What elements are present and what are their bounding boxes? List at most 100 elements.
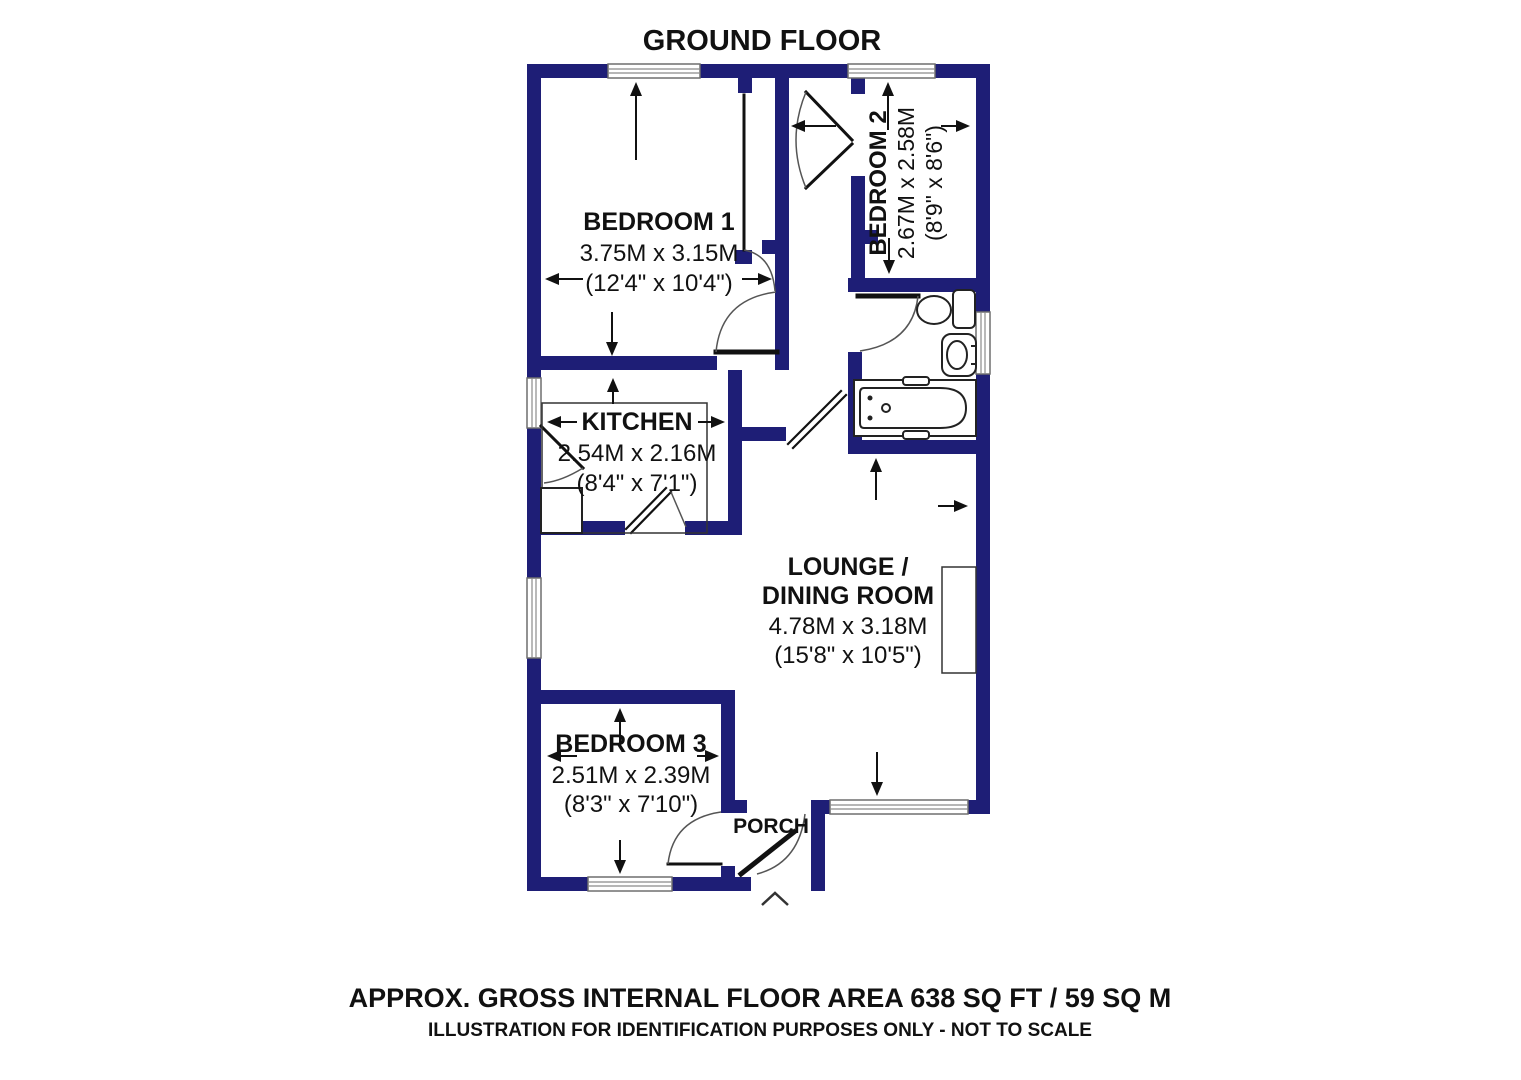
wall-segment [742,427,786,441]
kitchen-metric-label: 2.54M x 2.16M [558,440,717,467]
toilet [916,289,976,329]
room-bedroom2: BEDROOM 2 2.67M x 2.58M (8'9" x 8'6") [865,107,947,259]
wall-segment [721,866,735,891]
window-kitchen [526,377,542,429]
dimension-arrow [870,458,882,500]
kitchen-door-swing-arc [543,467,584,484]
kitchen-area-outline [541,402,708,534]
wall-segment [738,78,752,93]
wall-segment [685,521,742,535]
walls [527,64,990,891]
dimension-arrow [871,752,883,796]
window-bedroom1 [607,63,701,79]
kitchen-counter [540,487,583,534]
lounge-door-leaf [786,389,843,446]
wall-segment [811,800,825,891]
wall-segment [762,240,775,254]
dimension-arrow [791,120,836,132]
wall-segment [735,800,747,813]
fireplace [941,566,977,674]
dimension-arrows [545,82,970,874]
kitchen-imperial-label: (8'4" x 7'1") [577,470,698,497]
lounge-name-line2-label: DINING ROOM [762,582,934,610]
footer: APPROX. GROSS INTERNAL FLOOR AREA 638 SQ… [349,983,1172,1041]
window-bathroom [975,311,991,375]
dimension-arrow [882,82,894,130]
wall-segment [527,658,541,891]
window-bedroom3 [587,876,673,892]
wall-segment [848,278,990,292]
porch-name-label: PORCH [733,815,809,838]
dimension-arrow [697,750,719,762]
kitchen-lounge-door-swing-arc [670,491,687,528]
dimension-arrow [607,378,619,404]
wall-segment [672,877,751,891]
bedroom1-metric-label: 3.75M x 3.15M [580,240,739,267]
kitchen-lounge-door-leaf [624,486,668,531]
lounge-name-line1-label: LOUNGE / [788,553,909,581]
wall-segment [527,877,588,891]
lounge-door-leaf [791,393,848,450]
dimension-arrow [614,840,626,874]
entrance-caret-icon [761,891,789,906]
wall-segment [728,370,742,535]
lounge-imperial-label: (15'8" x 10'5") [774,642,922,669]
room-lounge: LOUNGE / DINING ROOM 4.78M x 3.18M (15'8… [762,553,934,669]
dimension-arrow [941,120,970,132]
window-bedroom2 [847,63,936,79]
footer-disclaimer-label: ILLUSTRATION FOR IDENTIFICATION PURPOSES… [428,1020,1092,1041]
dimension-arrow [630,82,642,160]
window-lounge-bottom [829,799,969,815]
wall-segment [735,250,752,264]
window-lounge-left [526,577,542,659]
wall-segment [527,428,541,578]
dimension-arrow [742,273,772,285]
dimension-arrow [606,312,618,356]
bedroom3-name-label: BEDROOM 3 [555,730,706,758]
wall-segment [851,230,878,244]
dimension-arrow [547,750,577,762]
entrance-door-swing-arc [756,813,806,875]
wall-segment [775,78,789,370]
bedroom1-name-label: BEDROOM 1 [583,208,735,236]
room-bedroom1: BEDROOM 1 3.75M x 3.15M (12'4" x 10'4") [580,208,739,297]
room-kitchen: KITCHEN 2.54M x 2.16M (8'4" x 7'1") [558,408,717,497]
doors [538,89,921,906]
bedroom2-metric-label: 2.67M x 2.58M [893,107,919,259]
kitchen-name-label: KITCHEN [581,408,692,436]
footer-area-label: APPROX. GROSS INTERNAL FLOOR AREA 638 SQ… [349,983,1172,1013]
bedroom2-door-leaf [803,141,855,191]
wall-segment [527,64,541,378]
room-labels: BEDROOM 1 3.75M x 3.15M (12'4" x 10'4") … [552,107,947,838]
wall-segment [851,78,865,94]
wall-segment [968,800,990,814]
dimension-arrow [938,500,968,512]
dimension-arrow [883,238,895,274]
page-title: GROUND FLOOR [643,25,881,57]
entrance-door-leaf [737,828,798,878]
lounge-metric-label: 4.78M x 3.18M [769,613,928,640]
wall-segment [848,440,990,454]
wall-segment [700,64,848,78]
hall-door-swing-arc [715,291,777,353]
bedroom1-imperial-label: (12'4" x 10'4") [585,270,733,297]
dimension-arrow [545,273,583,285]
bathtub [853,376,977,440]
bedroom3-door-swing-arc [667,811,722,865]
bedroom2-name-label: BEDROOM 2 [865,110,892,255]
bedroom3-imperial-label: (8'3" x 7'10") [564,791,698,818]
wall-segment [976,64,990,814]
dimension-arrow [547,416,577,428]
wall-segment [721,690,735,813]
bedroom2-door-leaf [803,89,855,143]
dimension-arrow [698,416,725,428]
bedroom2-door-swing-arc [795,91,807,189]
wall-segment [527,356,717,370]
sink [941,333,977,377]
wall-segment [527,690,735,704]
dimension-arrow [614,708,626,744]
room-bedroom3: BEDROOM 3 2.51M x 2.39M (8'3" x 7'10") [552,730,711,818]
bedroom1-door-swing-arc [743,249,776,292]
